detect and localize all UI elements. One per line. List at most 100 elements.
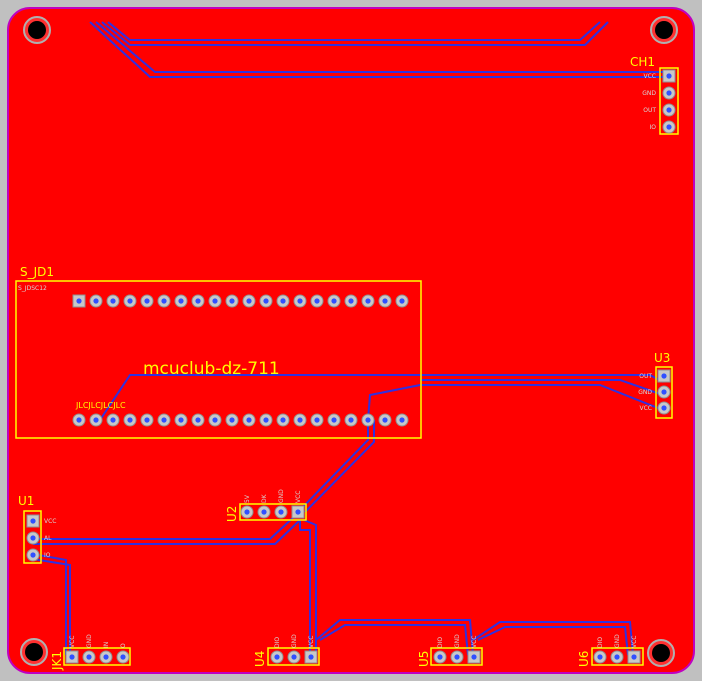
trace — [299, 520, 311, 655]
pad — [65, 650, 79, 664]
pin-label: DIO — [437, 637, 444, 648]
pad — [627, 650, 641, 664]
pad — [174, 294, 188, 308]
pad — [293, 413, 307, 427]
trace — [472, 621, 634, 656]
pad — [89, 413, 103, 427]
pad — [26, 531, 40, 545]
trace — [101, 21, 609, 46]
pad — [291, 505, 305, 519]
pad — [274, 505, 288, 519]
pin-label: O — [120, 643, 127, 648]
pad — [270, 650, 284, 664]
component-u4: U4 DIO GND VCC — [253, 634, 320, 667]
module-label: JLCJLCJLCJLC — [75, 401, 126, 410]
pad — [657, 385, 671, 399]
mounting-hole-bottom-left — [20, 638, 48, 666]
pad — [467, 650, 481, 664]
ref-designator: U5 — [417, 651, 431, 667]
pad — [89, 294, 103, 308]
ref-designator: U2 — [225, 506, 239, 522]
trace — [420, 379, 664, 396]
pad — [123, 413, 137, 427]
pad — [242, 413, 256, 427]
component-u5: U5 DIO GND VCC — [417, 634, 483, 667]
pad — [327, 413, 341, 427]
pad — [140, 294, 154, 308]
pin-label: VCC — [44, 518, 56, 525]
component-s-jd1: S_JD1 S_JDSC12 JLCJLCJLCJLC — [15, 265, 422, 439]
pad — [174, 413, 188, 427]
pin-label: GND — [291, 634, 298, 648]
pin-label: GND — [454, 634, 461, 648]
trace — [95, 21, 668, 73]
pin-label: VCC — [308, 636, 315, 648]
pad — [259, 413, 273, 427]
copper-pour — [7, 7, 695, 674]
module-label: S_JDSC12 — [18, 285, 47, 292]
pad — [259, 294, 273, 308]
pin-label: 5V — [244, 494, 251, 503]
trace — [477, 626, 629, 656]
pad — [327, 294, 341, 308]
trace — [107, 21, 601, 41]
trace — [303, 519, 317, 655]
ref-designator: S_JD1 — [20, 265, 54, 279]
pin-label: DK — [261, 493, 268, 503]
trace — [304, 420, 375, 513]
pad — [657, 401, 671, 415]
mounting-hole-top-right — [650, 16, 678, 44]
pad — [242, 294, 256, 308]
pad — [450, 650, 464, 664]
ref-designator: CH1 — [630, 55, 655, 69]
pad — [157, 413, 171, 427]
pad — [433, 650, 447, 664]
ref-designator: U4 — [253, 651, 267, 667]
pad — [657, 369, 671, 383]
pad — [344, 413, 358, 427]
pad — [191, 294, 205, 308]
pad — [240, 505, 254, 519]
pad — [99, 650, 113, 664]
pad — [276, 413, 290, 427]
pad — [26, 548, 40, 562]
pin-label: OUT — [639, 373, 652, 380]
pad — [361, 294, 375, 308]
pad — [106, 413, 120, 427]
trace — [89, 21, 668, 78]
pad — [225, 413, 239, 427]
trace — [32, 553, 67, 655]
pad — [378, 294, 392, 308]
pad — [106, 294, 120, 308]
pad — [662, 120, 676, 134]
pad — [344, 294, 358, 308]
pin-label: DIO — [274, 637, 281, 648]
trace — [367, 384, 664, 421]
pad — [593, 650, 607, 664]
pad — [310, 294, 324, 308]
pad — [157, 294, 171, 308]
pad — [378, 413, 392, 427]
pin-label: VCC — [631, 636, 638, 648]
pad — [225, 294, 239, 308]
pad — [395, 413, 409, 427]
pin-label: VCC — [69, 636, 76, 648]
pin-label: VCC — [471, 636, 478, 648]
pin-label: DIO — [597, 637, 604, 648]
pad — [662, 103, 676, 117]
traces — [32, 21, 668, 656]
pin-label: GND — [86, 634, 93, 648]
pin-label: GND — [278, 489, 285, 503]
trace — [319, 624, 469, 656]
pad — [293, 294, 307, 308]
ref-designator: U6 — [577, 651, 591, 667]
pad — [610, 650, 624, 664]
pad — [395, 294, 409, 308]
trace — [299, 420, 369, 511]
